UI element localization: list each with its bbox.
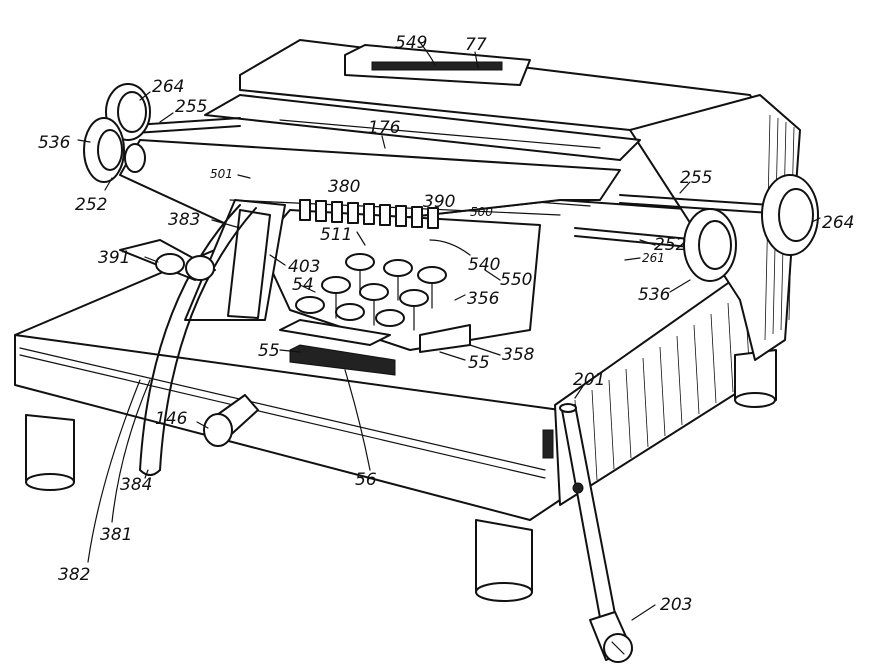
label-55-right: 55 [468,353,490,373]
label-261: 261 [642,251,665,265]
label-500: 500 [470,205,493,219]
label-146: 146 [155,409,188,429]
leader-lines [77,39,821,621]
label-536-right: 536 [638,285,671,305]
label-77: 77 [465,35,487,55]
label-356: 356 [467,289,500,309]
lever-assembly [139,199,286,476]
round-keys [295,253,447,331]
label-391: 391 [98,248,130,268]
label-382: 382 [58,565,90,585]
label-264-left: 264 [152,77,184,97]
label-380: 380 [328,177,360,197]
side-lever [119,239,216,281]
label-550: 550 [500,270,532,290]
label-383: 383 [168,210,200,230]
label-501: 501 [210,167,233,181]
label-56: 56 [355,470,377,490]
label-536-left: 536 [38,133,71,153]
crank-handle [559,403,633,663]
label-384: 384 [120,475,152,495]
label-203: 203 [660,595,692,615]
label-201: 201 [573,370,605,390]
label-255-right: 255 [680,168,712,188]
label-176: 176 [368,118,401,138]
label-358: 358 [502,345,535,365]
label-549: 549 [395,33,427,53]
label-540: 540 [468,255,500,275]
label-255-left: 255 [175,97,207,117]
top-key-row [299,199,439,229]
knob-146 [203,394,259,447]
machine-legs [25,349,777,602]
label-403: 403 [288,257,320,277]
label-511: 511 [320,225,352,245]
label-55-left: 55 [258,341,280,361]
label-54: 54 [292,275,314,295]
left-knobs [83,83,241,183]
reference-labels: 549 77 176 264 255 536 252 501 380 390 5… [38,33,854,615]
label-252-right: 252 [654,235,686,255]
label-264-right: 264 [822,213,854,233]
label-381: 381 [100,525,132,545]
keyboard [259,199,541,376]
right-knobs [574,174,819,282]
label-390: 390 [423,192,455,212]
label-252-left: 252 [75,195,107,215]
